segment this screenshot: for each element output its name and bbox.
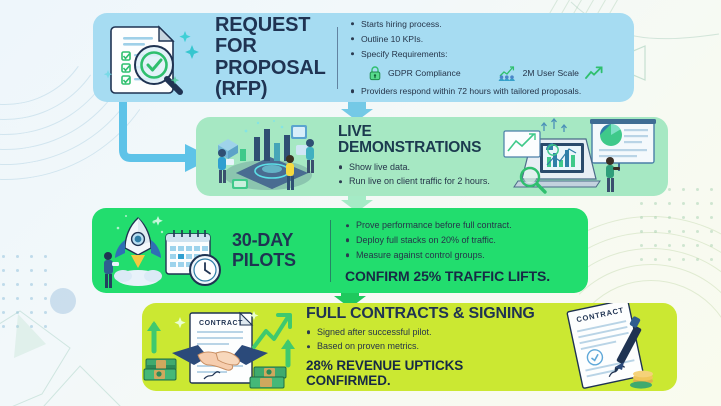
lock-icon <box>369 65 381 80</box>
pilots-divider <box>330 219 331 282</box>
rfp-title-block: REQUEST FOR PROPOSAL (RFP) <box>205 15 333 100</box>
list-item: Starts hiring process. <box>350 18 634 30</box>
rfp-bullet-list: Starts hiring process. Outline 10 KPIs. … <box>350 15 634 63</box>
contract-pen-signature-illustration: CONTRACT <box>545 303 677 391</box>
list-item: Specify Requirements: <box>350 48 634 60</box>
step-card-contracts[interactable]: CONTRACT <box>142 303 677 391</box>
document-checklist-magnifier-illustration <box>93 13 205 102</box>
list-item: Run live on client traffic for 2 hours. <box>338 175 500 188</box>
trend-up-arrow-icon <box>585 66 603 79</box>
pilots-title-block: 30-DAY PILOTS <box>232 231 328 269</box>
svg-text:CONTRACT: CONTRACT <box>199 320 243 327</box>
list-item: Providers respond within 72 hours with t… <box>350 85 634 97</box>
contracts-details: FULL CONTRACTS & SIGNING Signed after su… <box>302 304 545 389</box>
page-title-pilots: 30-DAY PILOTS <box>232 230 296 270</box>
users-growth-icon <box>498 65 515 81</box>
connector-demos-to-pilots <box>341 191 373 212</box>
list-item: Outline 10 KPIs. <box>350 33 634 45</box>
list-item: Signed after successful pilot. <box>306 326 545 339</box>
page-title-rfp: REQUEST FOR PROPOSAL (RFP) <box>215 14 326 100</box>
data-platform-people-illustration <box>196 117 336 196</box>
contracts-kicker: 28% REVENUE UPTICKS CONFIRMED. <box>306 358 464 389</box>
live-demos-details: LIVE DEMONSTRATIONS Show live data. Run … <box>336 122 500 190</box>
connector-rfp-to-demos-down <box>341 100 373 121</box>
pilots-bullet-list: Prove performance before full contract. … <box>345 217 588 263</box>
handshake-contract-money-illustration: CONTRACT <box>142 303 302 391</box>
rfp-bullet-list-after: Providers respond within 72 hours with t… <box>350 83 634 101</box>
contracts-bullet-list: Signed after successful pilot. Based on … <box>306 324 545 354</box>
page-title-contracts: FULL CONTRACTS & SIGNING <box>306 304 535 322</box>
background-dot-grid-left <box>2 255 47 328</box>
live-demos-bullet-list: Show live data. Run live on client traff… <box>338 159 500 189</box>
pilots-details: Prove performance before full contract. … <box>345 217 588 283</box>
rocket-calendar-clock-illustration <box>92 208 232 293</box>
rfp-details: Starts hiring process. Outline 10 KPIs. … <box>350 15 634 101</box>
step-card-pilots[interactable]: 30-DAY PILOTS Prove performance before f… <box>92 208 588 293</box>
requirement-label-user-scale: 2M User Scale <box>522 67 579 78</box>
list-item: Prove performance before full contract. <box>345 219 588 232</box>
list-item: Deploy full stacks on 20% of traffic. <box>345 234 588 247</box>
rfp-divider <box>337 26 338 89</box>
list-item: Based on proven metrics. <box>306 340 545 353</box>
page-title-live-demos: LIVE DEMONSTRATIONS <box>338 122 482 156</box>
step-card-live-demos[interactable]: LIVE DEMONSTRATIONS Show live data. Run … <box>196 117 668 196</box>
background-circle <box>50 288 76 314</box>
pilots-kicker: CONFIRM 25% TRAFFIC LIFTS. <box>345 267 551 284</box>
list-item: Show live data. <box>338 161 500 174</box>
background-dot-grid-right <box>640 188 713 261</box>
rfp-requirements-row: GDPR Compliance 2M User Scale <box>368 65 634 81</box>
laptop-dashboard-presentation-illustration <box>500 117 668 196</box>
requirement-label-gdpr: GDPR Compliance <box>388 67 461 78</box>
step-card-rfp[interactable]: REQUEST FOR PROPOSAL (RFP) Starts hiring… <box>93 13 634 102</box>
list-item: Measure against control groups. <box>345 249 588 262</box>
